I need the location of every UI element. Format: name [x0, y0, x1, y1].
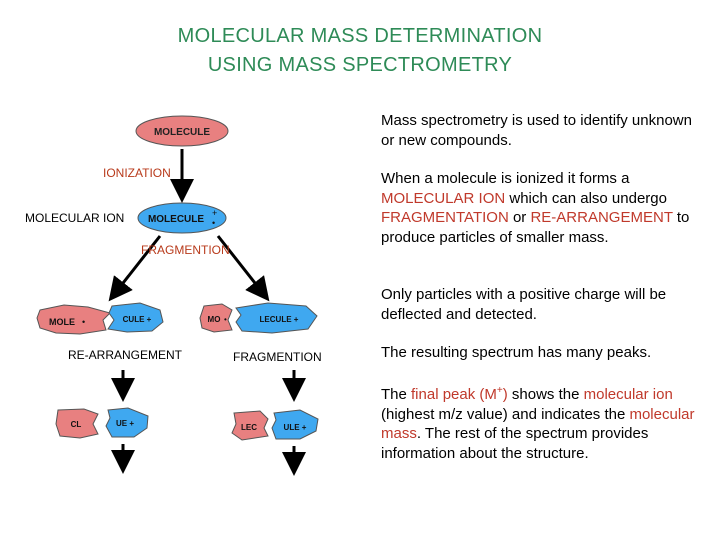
bottom-right-red-label: LEC: [241, 423, 257, 432]
fragment-right-red: [199, 303, 233, 333]
paragraph-final-peak: The final peak (M+) shows the molecular …: [381, 381, 701, 463]
molecular-ion-label: MOLECULAR ION: [25, 211, 125, 225]
bottom-left-blue-label: UE +: [116, 419, 134, 428]
fragment-left-blue-label: CULE +: [123, 315, 152, 324]
fragment-right-red-label: MO: [208, 315, 221, 324]
p2-text-a: When a molecule is ionized it forms a: [381, 170, 630, 187]
rearrangement-label: RE-ARRANGEMENT: [68, 348, 183, 362]
paragraph-ionization: When a molecule is ionized it forms a MO…: [381, 169, 701, 247]
p2-text-c: which can also undergo: [505, 189, 667, 207]
fragmention-label-2: FRAGMENTION: [233, 350, 322, 364]
split-arrow-right: [216, 235, 270, 302]
fragment-right-blue-label: LECULE +: [260, 315, 299, 324]
ionization-label: IONIZATION: [103, 166, 171, 180]
p5-text-f: (highest m/z value) and indicates the: [381, 405, 630, 423]
bottom-left-red-label: CL: [71, 420, 82, 429]
p5-molecular-ion: molecular ion: [583, 386, 673, 403]
molecule-label: MOLECULE: [154, 127, 210, 138]
molecule-blob: [135, 115, 229, 147]
molecular-ion-radical: •: [212, 218, 215, 228]
fragment-right-blue: [235, 302, 318, 334]
p5-molecular-mass: molecular mass: [381, 405, 695, 443]
p5-text-h: . The rest of the spectrum provides info…: [381, 425, 649, 462]
split-arrow-left: [108, 235, 162, 302]
page-title: MOLECULAR MASS DETERMINATION USING MASS …: [0, 22, 720, 80]
paragraph-intro: Mass spectrometry is used to identify un…: [381, 112, 692, 149]
p5-text-a: The: [381, 386, 412, 403]
p5-final-peak-sup: +: [496, 385, 503, 396]
p5-text-d: shows the: [507, 386, 584, 403]
p2-text-e: or: [508, 209, 531, 226]
p2-text-g: to produce particles of smaller mass.: [381, 209, 690, 246]
p2-fragmentation: FRAGMENTATION: [381, 209, 509, 226]
fragmentation-diagram: MOLECULE MOLECULE + • MOLE • CULE + MO •…: [36, 115, 319, 476]
bottom-left-blue: [105, 407, 149, 438]
fragment-left-blue: [107, 302, 164, 333]
fragmention-label: FRAGMENTION: [141, 243, 230, 257]
title-line-2: USING MASS SPECTROMETRY: [207, 54, 513, 76]
fragment-left-radical: •: [82, 317, 85, 327]
paragraph-deflection: Only particles with a positive charge wi…: [381, 286, 667, 323]
bottom-left-red: [55, 408, 99, 439]
bottom-right-blue-label: ULE +: [284, 423, 307, 432]
fragment-right-radical: •: [224, 315, 227, 324]
fragment-left-red-label: MOLE: [49, 317, 75, 327]
molecular-ion-blob: [137, 202, 227, 234]
p5-final-peak-close: ): [502, 386, 508, 403]
p2-molecular-ion: MOLECULAR ION: [381, 189, 506, 207]
p2-rearrangement: RE-ARRANGEMENT: [530, 209, 673, 226]
title-line-1: MOLECULAR MASS DETERMINATION: [177, 25, 543, 47]
bottom-right-red: [231, 410, 269, 441]
bottom-right-blue: [271, 409, 319, 440]
fragment-left-red: [36, 304, 111, 335]
molecular-ion-charge: +: [212, 208, 217, 218]
molecular-ion-text: MOLECULE: [148, 214, 204, 225]
paragraph-spectrum: The resulting spectrum has many peaks.: [381, 344, 652, 361]
p5-final-peak: final peak (M+): [411, 385, 508, 403]
p5-final-peak-text: final peak (M: [411, 386, 497, 403]
